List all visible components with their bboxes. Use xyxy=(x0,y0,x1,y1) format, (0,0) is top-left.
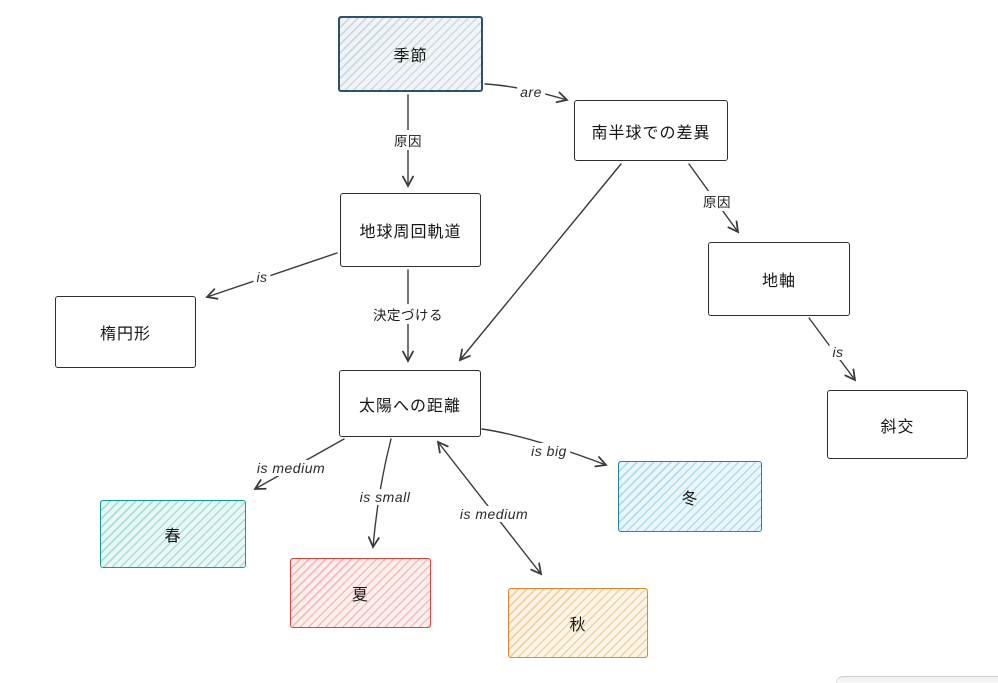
node-distance-to-sun[interactable]: 太陽への距離 xyxy=(339,370,481,437)
node-ellipse-label: 楕円形 xyxy=(99,326,151,343)
node-oblique[interactable]: 斜交 xyxy=(827,390,968,459)
edge-label-is-small: is small xyxy=(356,489,414,505)
node-autumn-label: 秋 xyxy=(569,617,587,634)
edge-label-is-medium-spring: is medium xyxy=(253,460,329,476)
node-earth-orbit[interactable]: 地球周回軌道 xyxy=(340,193,481,267)
edge-label-is-1: is xyxy=(253,269,271,285)
node-southern-hemisphere-difference[interactable]: 南半球での差異 xyxy=(574,100,728,161)
node-spring[interactable]: 春 xyxy=(100,500,246,568)
node-ellipse[interactable]: 楕円形 xyxy=(55,296,196,368)
node-spring-label: 春 xyxy=(164,528,182,545)
node-distance-to-sun-label: 太陽への距離 xyxy=(358,397,461,415)
node-winter-label: 冬 xyxy=(681,490,699,508)
edge-label-cause-2: 原因 xyxy=(700,191,734,211)
edge-label-is-medium-autumn: is medium xyxy=(456,506,532,522)
node-earth-axis-label: 地軸 xyxy=(761,273,796,290)
node-winter[interactable]: 冬 xyxy=(618,461,762,532)
horizontal-scrollbar[interactable] xyxy=(836,676,998,683)
edge-label-determines: 決定づける xyxy=(370,304,446,324)
node-earth-axis[interactable]: 地軸 xyxy=(708,242,850,316)
node-oblique-label: 斜交 xyxy=(880,418,915,436)
node-season[interactable]: 季節 xyxy=(338,16,483,92)
edge-label-is-2: is xyxy=(829,344,847,360)
edge-label-are: are xyxy=(517,84,545,100)
edge-label-cause-1: 原因 xyxy=(391,130,425,150)
node-southern-hemisphere-difference-label: 南半球での差異 xyxy=(591,124,711,142)
node-earth-orbit-label: 地球周回軌道 xyxy=(359,224,462,241)
edge-southern-difference-distance xyxy=(458,163,622,362)
node-season-label: 季節 xyxy=(393,48,428,65)
node-summer-label: 夏 xyxy=(351,587,369,604)
edge-earth-orbit-ellipse xyxy=(205,252,338,300)
node-autumn[interactable]: 秋 xyxy=(508,588,648,658)
edge-label-is-big: is big xyxy=(528,443,570,459)
edge-distance-winter xyxy=(481,428,608,468)
node-summer[interactable]: 夏 xyxy=(290,558,431,628)
